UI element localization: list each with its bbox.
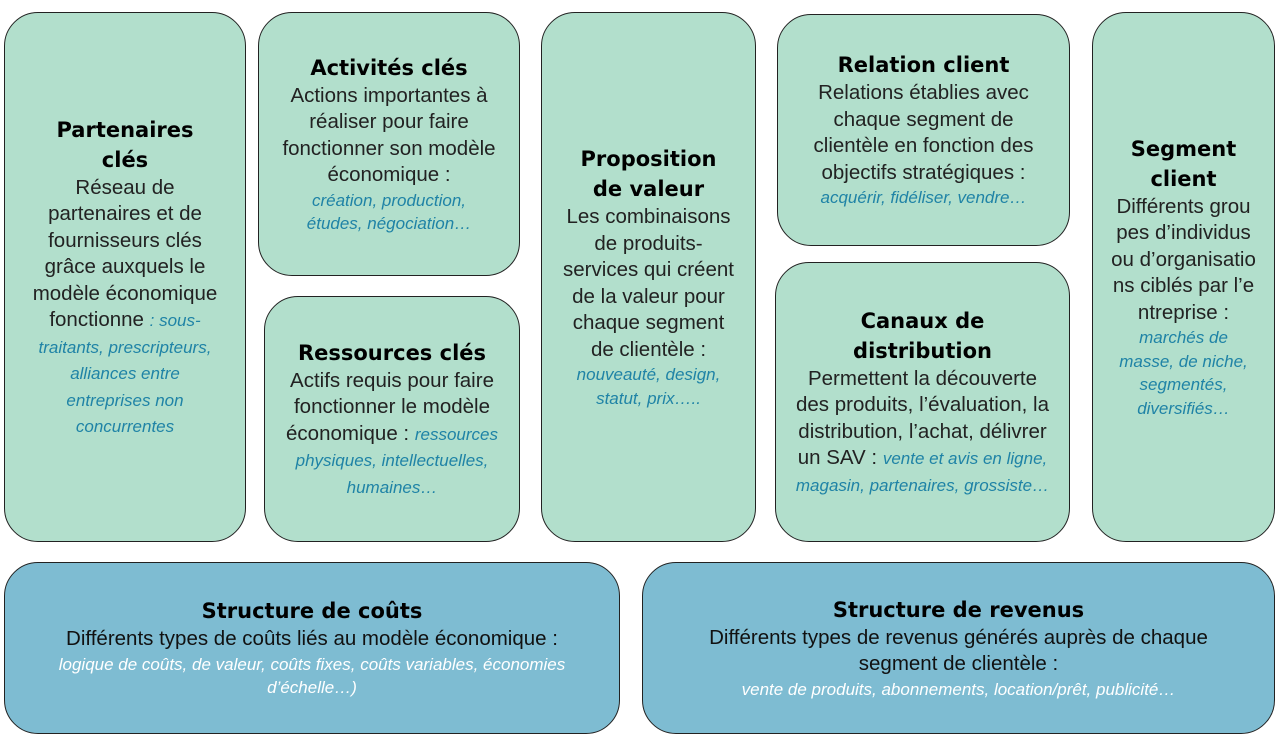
partenaires-cles-description: Réseau de partenaires et de fournisseurs… <box>30 175 220 440</box>
activites-cles-box: Activités clés Actions importantes à réa… <box>258 12 520 276</box>
structure-de-revenus-description: Différents types de revenus générés aupr… <box>709 625 1208 676</box>
structure-de-revenus-title: Structure de revenus <box>832 597 1085 622</box>
partenaires-cles-box: Partenaires clés Réseau de partenaires e… <box>4 12 246 542</box>
relation-client-box: Relation client Relations établies avec … <box>777 14 1070 246</box>
canaux-de-distribution-description: Permettent la découverte des produits, l… <box>795 366 1050 499</box>
structure-de-couts-title: Structure de coûts <box>201 599 423 624</box>
proposition-de-valeur-examples: nouveauté, design, statut, prix….. <box>576 365 721 408</box>
activites-cles-examples: création, production, études, négociatio… <box>306 190 472 234</box>
proposition-de-valeur-box: Proposition de valeur Les combinaisons d… <box>541 12 756 542</box>
activites-cles-title: Activités clés <box>310 55 468 80</box>
segment-client-description: Différents groupes d’individus ou d’orga… <box>1111 194 1256 324</box>
segment-client-box: Segment client Différents groupes d’indi… <box>1092 12 1275 542</box>
canaux-de-distribution-title: Canaux de distribution <box>853 308 992 363</box>
relation-client-description: Relations établies avec chaque segment d… <box>813 81 1034 184</box>
ressources-cles-description-text: Actifs requis pour faire fonctionner le … <box>286 368 494 445</box>
ressources-cles-examples: ressources physiques, intellectuelles, h… <box>295 424 498 497</box>
ressources-cles-title: Ressources clés <box>297 340 487 365</box>
segment-client-examples: marchés de masse, de niche, segmentés, d… <box>1119 328 1248 418</box>
ressources-cles-description: Actifs requis pour faire fonctionner le … <box>285 368 500 501</box>
proposition-de-valeur-title: Proposition de valeur <box>580 147 717 201</box>
proposition-de-valeur-description: Les combinaisons de produits-services qu… <box>563 205 734 361</box>
relation-client-title: Relation client <box>837 53 1010 78</box>
structure-de-couts-description: Différents types de coûts liés au modèle… <box>66 627 558 651</box>
canaux-de-distribution-description-text: Permettent la découverte des produits, l… <box>796 366 1049 470</box>
relation-client-examples: acquérir, fidéliser, vendre… <box>820 188 1027 208</box>
partenaires-cles-examples: : sous-traitants, prescripteurs, allianc… <box>38 311 212 436</box>
ressources-cles-box: Ressources clés Actifs requis pour faire… <box>264 296 520 542</box>
partenaires-cles-title: Partenaires clés <box>56 117 194 172</box>
canaux-de-distribution-examples: vente et avis en ligne, magasin, partena… <box>795 449 1050 495</box>
partenaires-cles-description-text: Réseau de partenaires et de fournisseurs… <box>32 175 218 332</box>
structure-de-couts-examples: logique de coûts, de valeur, coûts fixes… <box>58 654 566 698</box>
structure-de-couts-box: Structure de coûts Différents types de c… <box>4 562 620 734</box>
activites-cles-description: Actions importantes à réaliser pour fair… <box>282 83 496 187</box>
segment-client-title: Segment client <box>1130 136 1237 191</box>
structure-de-revenus-box: Structure de revenus Différents types de… <box>642 562 1275 734</box>
structure-de-revenus-examples: vente de produits, abonnements, location… <box>741 679 1176 699</box>
canaux-de-distribution-box: Canaux de distribution Permettent la déc… <box>775 262 1070 542</box>
